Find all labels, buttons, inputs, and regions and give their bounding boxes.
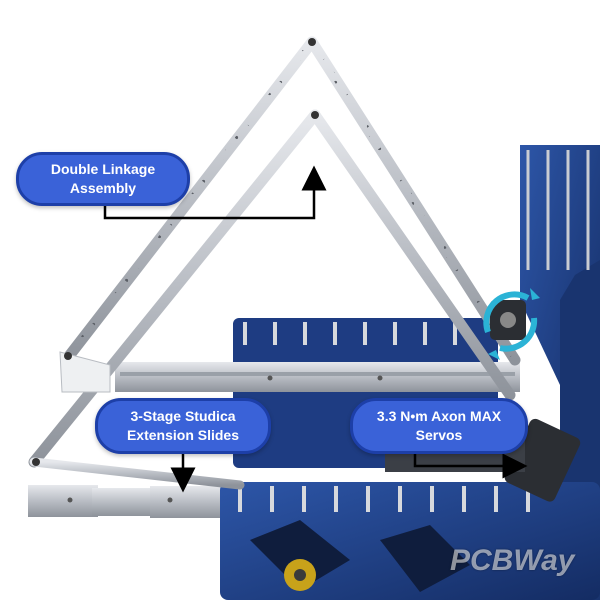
pointer-linkage (103, 165, 327, 220)
callout-double-linkage-assembly: Double Linkage Assembly (16, 152, 190, 206)
pcbway-watermark-logo: PCBWay (450, 544, 575, 577)
callout-slides-line2: Extension Slides (126, 427, 240, 443)
callout-servos-line2: Servos (415, 427, 463, 443)
pointer-servos (413, 453, 528, 479)
callout-servos-line1: 3.3 N•m Axon MAX (376, 408, 502, 424)
upper-slide-rail (115, 362, 520, 392)
callout-slides-line1: 3-Stage Studica (130, 408, 236, 424)
callout-linkage-line1: Double Linkage (50, 161, 156, 177)
inner-linkage (28, 109, 516, 490)
circular-rotation-arrows-icon (483, 288, 540, 360)
extension-slides (28, 485, 220, 518)
servo-upper (490, 300, 526, 340)
pivot-plate-upper (59, 351, 111, 393)
callout-axon-max-servos: 3.3 N•m Axon MAX Servos (350, 398, 528, 454)
lower-chassis (220, 482, 600, 600)
callout-linkage-line2: Assembly (69, 180, 137, 196)
outer-linkage (60, 36, 521, 366)
callout-extension-slides: 3-Stage Studica Extension Slides (95, 398, 271, 454)
